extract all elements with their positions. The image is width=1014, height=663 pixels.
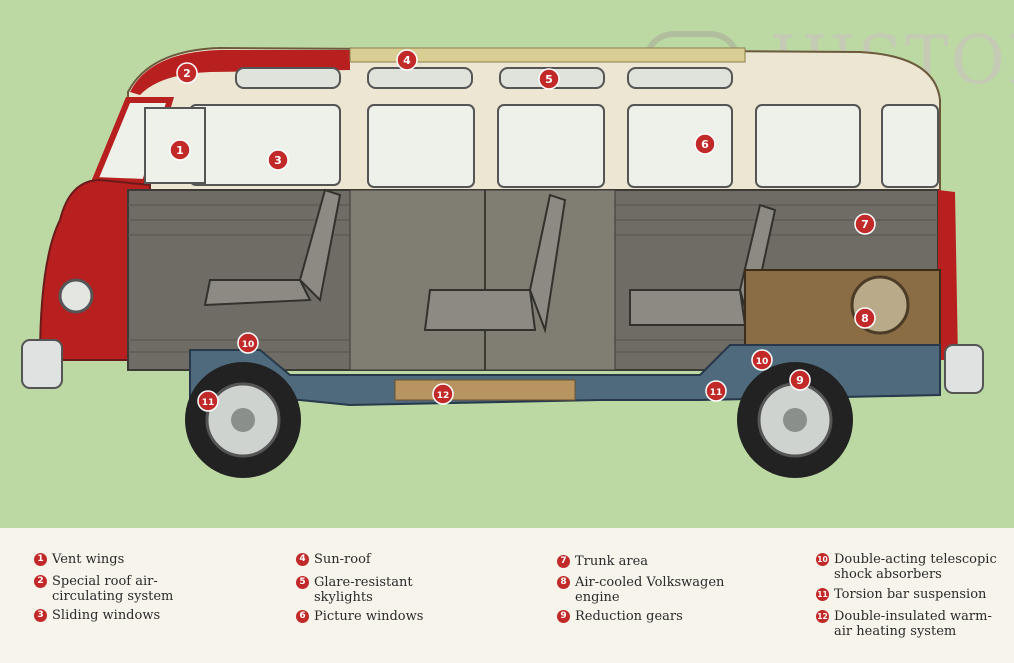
legend-item: 3 Sliding windows: [34, 608, 160, 623]
legend-text: Vent wings: [52, 552, 125, 567]
legend-text: Double-insulated warm- air heating syste…: [834, 609, 992, 639]
marker-2: 2: [176, 62, 198, 84]
legend-number: 1: [34, 553, 47, 566]
svg-text:5: 5: [545, 73, 553, 86]
svg-text:8: 8: [861, 312, 869, 325]
marker-8: 8: [854, 307, 876, 329]
legend-number: 2: [34, 575, 47, 588]
legend-number: 8: [557, 576, 570, 589]
marker-3: 3: [267, 149, 289, 171]
marker-10-front: 10: [237, 332, 259, 354]
svg-text:1: 1: [176, 144, 184, 157]
svg-text:9: 9: [796, 374, 804, 387]
legend-text: Special roof air- circulating system: [52, 574, 174, 604]
svg-text:12: 12: [437, 391, 450, 401]
legend-item: 10 Double-acting telescopic shock absorbe…: [816, 552, 997, 582]
marker-11-front: 11: [197, 390, 219, 412]
legend-item: 8 Air-cooled Volkswagen engine: [557, 575, 724, 605]
legend-item: 2 Special roof air- circulating system: [34, 574, 173, 604]
legend-item: 6 Picture windows: [296, 609, 423, 624]
legend-number: 5: [296, 576, 309, 589]
legend-text: Picture windows: [314, 609, 424, 624]
svg-text:11: 11: [202, 398, 215, 408]
legend-item: 1 Vent wings: [34, 552, 124, 567]
marker-9: 9: [789, 369, 811, 391]
legend-item: 11 Torsion bar suspension: [816, 587, 986, 602]
legend-item: 4 Sun-roof: [296, 552, 371, 567]
legend-number: 3: [34, 609, 47, 622]
legend-number: 4: [296, 553, 309, 566]
marker-layer: 1 2 3 4 5 6 7 8 9 10 10 11 11 12: [169, 49, 876, 412]
legend-text: Sliding windows: [52, 608, 161, 623]
legend-number: 11: [816, 588, 829, 601]
svg-text:3: 3: [274, 154, 282, 167]
legend-number: 6: [296, 610, 309, 623]
bus-cutaway: [21, 46, 984, 478]
cutaway-illustration: HISTORY: [0, 0, 1014, 528]
legend-item: 5 Glare-resistant skylights: [296, 575, 413, 605]
legend-text: Trunk area: [575, 554, 649, 569]
svg-text:2: 2: [183, 67, 191, 80]
legend-item: 7 Trunk area: [557, 554, 648, 569]
marker-11-rear: 11: [705, 380, 727, 402]
legend-number: 10: [816, 553, 829, 566]
legend-number: 9: [557, 610, 570, 623]
svg-text:10: 10: [756, 357, 769, 367]
legend-text: Double-acting telescopic shock absorbers: [834, 552, 997, 582]
svg-text:7: 7: [861, 218, 869, 231]
legend-text: Sun-roof: [314, 552, 371, 567]
marker-4: 4: [396, 49, 418, 71]
svg-text:4: 4: [403, 54, 411, 67]
marker-5: 5: [538, 68, 560, 90]
legend-item: 9 Reduction gears: [557, 609, 683, 624]
legend-text: Reduction gears: [575, 609, 683, 624]
legend-text: Air-cooled Volkswagen engine: [575, 575, 725, 605]
legend-text: Torsion bar suspension: [834, 587, 987, 602]
marker-6: 6: [694, 133, 716, 155]
legend: 1 Vent wings 2 Special roof air- circulati…: [0, 528, 1014, 663]
legend-number: 7: [557, 555, 570, 568]
svg-text:6: 6: [701, 138, 709, 151]
marker-12: 12: [432, 383, 454, 405]
legend-item: 12 Double-insulated warm- air heating sys…: [816, 609, 992, 639]
marker-7: 7: [854, 213, 876, 235]
svg-text:10: 10: [242, 340, 255, 350]
legend-number: 12: [816, 610, 829, 623]
marker-10-rear: 10: [751, 349, 773, 371]
svg-text:11: 11: [710, 388, 723, 398]
marker-1: 1: [169, 139, 191, 161]
legend-text: Glare-resistant skylights: [314, 575, 413, 605]
